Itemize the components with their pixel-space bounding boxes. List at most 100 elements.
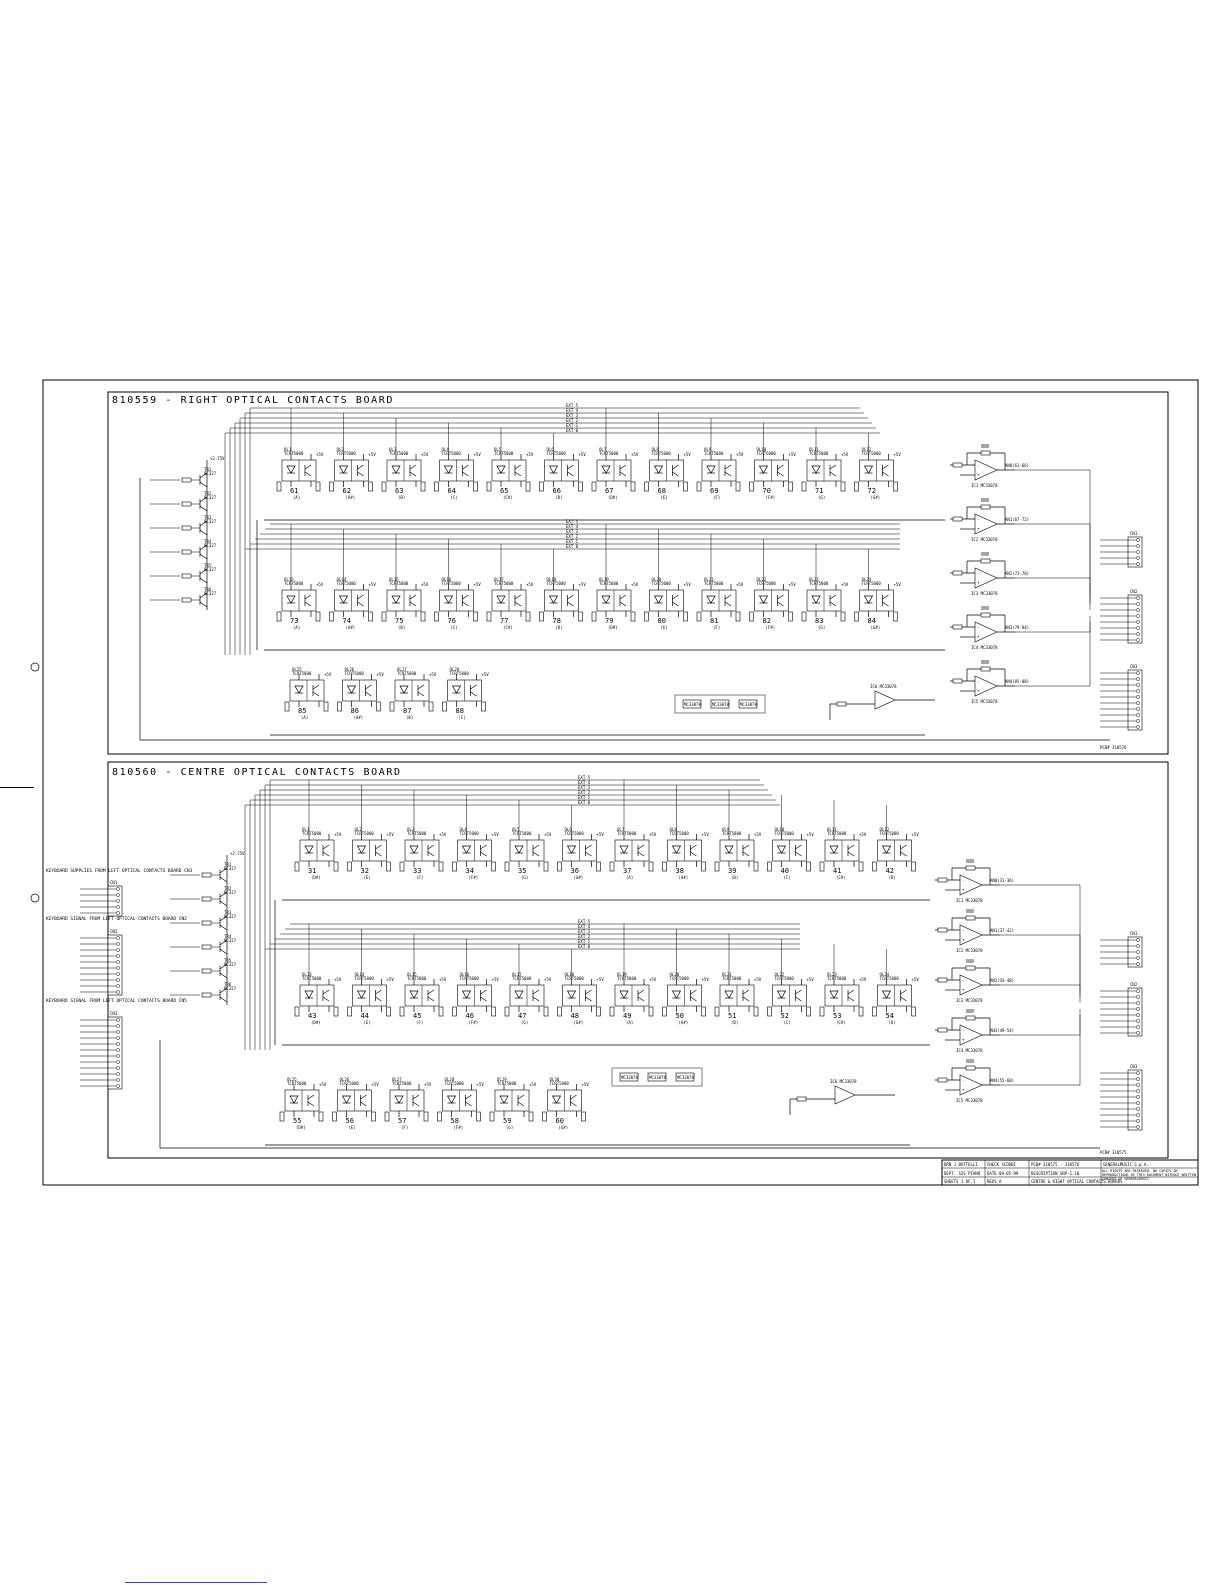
sensor-key-note: (F): [416, 1020, 423, 1025]
resistor: [591, 611, 597, 622]
sensor-key-note: (G#): [574, 875, 584, 880]
opamp-output-label: AN3(79-84): [1005, 625, 1029, 630]
tb-rights: ALL RIGHTS ARE RESERVED. NO COPIES OR RE…: [1102, 1169, 1196, 1181]
resistor: [486, 481, 492, 492]
bus-label-top: EXT 4: [578, 780, 591, 785]
centre-board-frame: [107, 761, 1169, 1159]
sensor-ref: OL5: [512, 827, 520, 832]
transistor-part: BC327: [204, 519, 217, 524]
led-icon: [499, 1095, 509, 1104]
ic-label: MC33078: [649, 1075, 666, 1080]
centre-board-pcb: PCB# 310575: [1100, 1150, 1127, 1155]
sensor-supply: +5V: [684, 452, 692, 457]
sensor-key-note: (F): [713, 495, 720, 500]
resistor: [557, 861, 562, 872]
sensor-ref: OL18: [565, 972, 575, 977]
sensor-key-note: (B): [731, 875, 738, 880]
sensor-key-number: 71: [815, 487, 823, 495]
led-icon: [829, 845, 839, 854]
connector-top: CN1: [1100, 531, 1143, 568]
tb-model: GRP-1.10: [1060, 1171, 1080, 1176]
sensor-part: TCRT5000: [389, 451, 409, 456]
bus-label-top: EXT 3: [578, 785, 591, 790]
opamp-part: IC2 MC33078: [956, 948, 983, 953]
sensor-ref: OL23: [827, 972, 837, 977]
sensor-ref: OL26: [345, 667, 355, 672]
sensor-ref: OL22: [757, 577, 767, 582]
sensor-key-note: (G): [818, 495, 825, 500]
resistor: [491, 861, 496, 872]
sensor-part: TCRT5000: [704, 581, 724, 586]
bus-label-mid: EXT 1: [578, 939, 591, 944]
connector-label: CN1: [110, 880, 118, 885]
sensor-supply: +5V: [482, 672, 490, 677]
transistor-part: BC327: [204, 591, 217, 596]
led-icon: [776, 990, 787, 999]
sensor-key-number: 48: [571, 1012, 579, 1020]
sensor-key-note: (C#): [836, 875, 846, 880]
sensor-part: TCRT5000: [302, 831, 322, 836]
resistor: [648, 861, 654, 872]
led-icon: [724, 990, 734, 999]
resistor: [452, 1006, 457, 1017]
transistor-part: BC327: [224, 866, 237, 871]
led-icon: [619, 990, 629, 999]
sensor-key-note: (E): [364, 875, 371, 880]
sensor-part: TCRT5000: [827, 976, 847, 981]
sensor-key-note: (A#): [679, 1020, 689, 1025]
sensor-part: TCRT5000: [757, 581, 777, 586]
resistor: [753, 861, 759, 872]
resistor: [371, 1111, 376, 1122]
sensor-key-number: 50: [676, 1012, 684, 1020]
bus-label-mid: EXT 3: [578, 929, 591, 934]
sensor-supply: +5V: [597, 832, 605, 837]
transistor-ref: TR6: [224, 982, 232, 987]
resistor: [630, 611, 636, 622]
sensor-ref: OL12: [862, 447, 872, 452]
resistor: [965, 865, 976, 871]
sensor-part: TCRT5000: [704, 451, 724, 456]
resistor: [201, 920, 212, 926]
sensor-ref: OL4: [442, 447, 450, 452]
transistor-ref: TR2: [224, 886, 232, 891]
sensor-part: TCRT5000: [512, 831, 532, 836]
led-icon: [304, 845, 314, 854]
sensor-key-note: (G): [506, 1125, 513, 1130]
resistor: [434, 481, 439, 492]
resistor: [596, 1006, 601, 1017]
sensor-part: TCRT5000: [337, 451, 357, 456]
sensor-key-number: 74: [343, 617, 351, 625]
sensor-part: TCRT5000: [652, 581, 672, 586]
bus-label-top: EXT 2: [566, 418, 579, 423]
sensor-part: TCRT5000: [599, 581, 619, 586]
sensor-supply: +5V: [807, 977, 815, 982]
led-icon: [653, 465, 664, 474]
sensor-key-number: 43: [308, 1012, 316, 1020]
sensor-supply: +5V: [736, 582, 744, 587]
sensor-ref: OL1: [284, 447, 292, 452]
sensor-ref: OL29: [497, 1077, 507, 1082]
sensor-supply: +5V: [334, 977, 342, 982]
sensor-ref: OL13: [284, 577, 294, 582]
sensor-ref: OL16: [442, 577, 452, 582]
led-icon: [286, 465, 296, 474]
resistor: [347, 861, 352, 872]
left-connector-cn3: CN3: [80, 1011, 123, 1090]
resistor: [767, 861, 772, 872]
led-icon: [811, 465, 821, 474]
led-icon: [829, 990, 839, 999]
sensor-key-number: 57: [398, 1117, 406, 1125]
sensor-part: TCRT5000: [722, 831, 742, 836]
